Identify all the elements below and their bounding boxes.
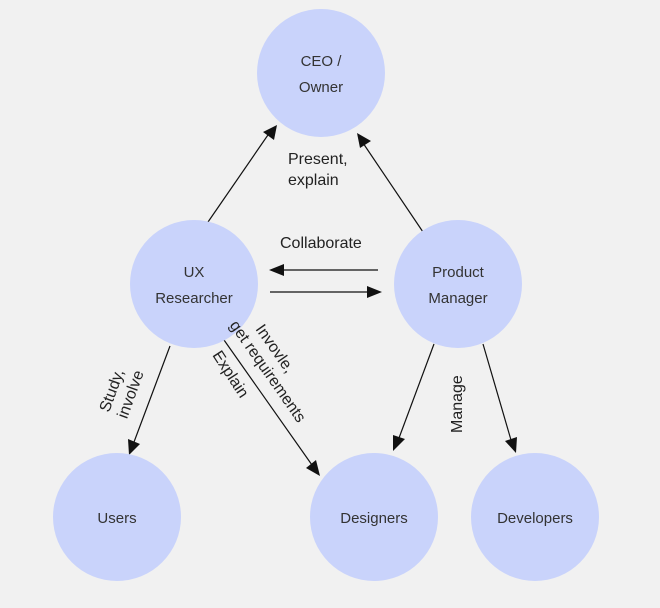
node-designers-label: Designers (340, 510, 408, 527)
arrowhead-ux-to-designers (306, 460, 320, 476)
node-developers: Developers (471, 453, 599, 581)
label-explain: Explain (209, 348, 252, 401)
node-developers-circle (471, 453, 599, 581)
arrowhead-pm-to-ux (269, 264, 284, 276)
node-ceo-circle (257, 9, 385, 137)
arrowhead-pm-to-developers (505, 437, 517, 453)
arrowhead-pm-to-designers (393, 435, 405, 451)
node-ux-researcher-circle (130, 220, 258, 348)
edge-ux-to-ceo (207, 131, 271, 223)
node-users-circle (53, 453, 181, 581)
edge-pm-to-developers (482, 343, 512, 441)
arrowhead-pm-to-ceo (357, 133, 371, 148)
node-product-manager-circle (394, 220, 522, 348)
node-product-manager-label-line1: Product (432, 264, 485, 281)
arrowhead-ux-to-users (128, 439, 140, 455)
node-ceo: CEO / Owner (257, 9, 385, 137)
edge-ux-to-designers (223, 339, 313, 466)
node-users: Users (53, 453, 181, 581)
node-ux-researcher: UX Researcher (130, 220, 258, 348)
arrowhead-ux-to-ceo (263, 125, 277, 140)
edge-ux-to-users (133, 345, 171, 443)
label-present-line1: Present, (288, 151, 348, 168)
node-users-label: Users (97, 510, 136, 527)
label-manage: Manage (449, 375, 466, 433)
arrowhead-ux-to-pm (367, 286, 382, 298)
node-product-manager-label-line2: Manager (428, 290, 487, 307)
edge-pm-to-designers (398, 343, 435, 439)
node-ceo-label-line1: CEO / (301, 53, 343, 70)
label-collaborate: Collaborate (280, 235, 362, 252)
node-product-manager: Product Manager (394, 220, 522, 348)
edges (128, 125, 517, 476)
node-ux-researcher-label-line2: Researcher (155, 290, 233, 307)
node-designers: Designers (310, 453, 438, 581)
edge-pm-to-ceo (362, 142, 424, 233)
label-present-line2: explain (288, 172, 339, 189)
node-designers-circle (310, 453, 438, 581)
node-ux-researcher-label-line1: UX (184, 264, 205, 281)
node-developers-label: Developers (497, 510, 573, 527)
node-ceo-label-line2: Owner (299, 79, 343, 96)
